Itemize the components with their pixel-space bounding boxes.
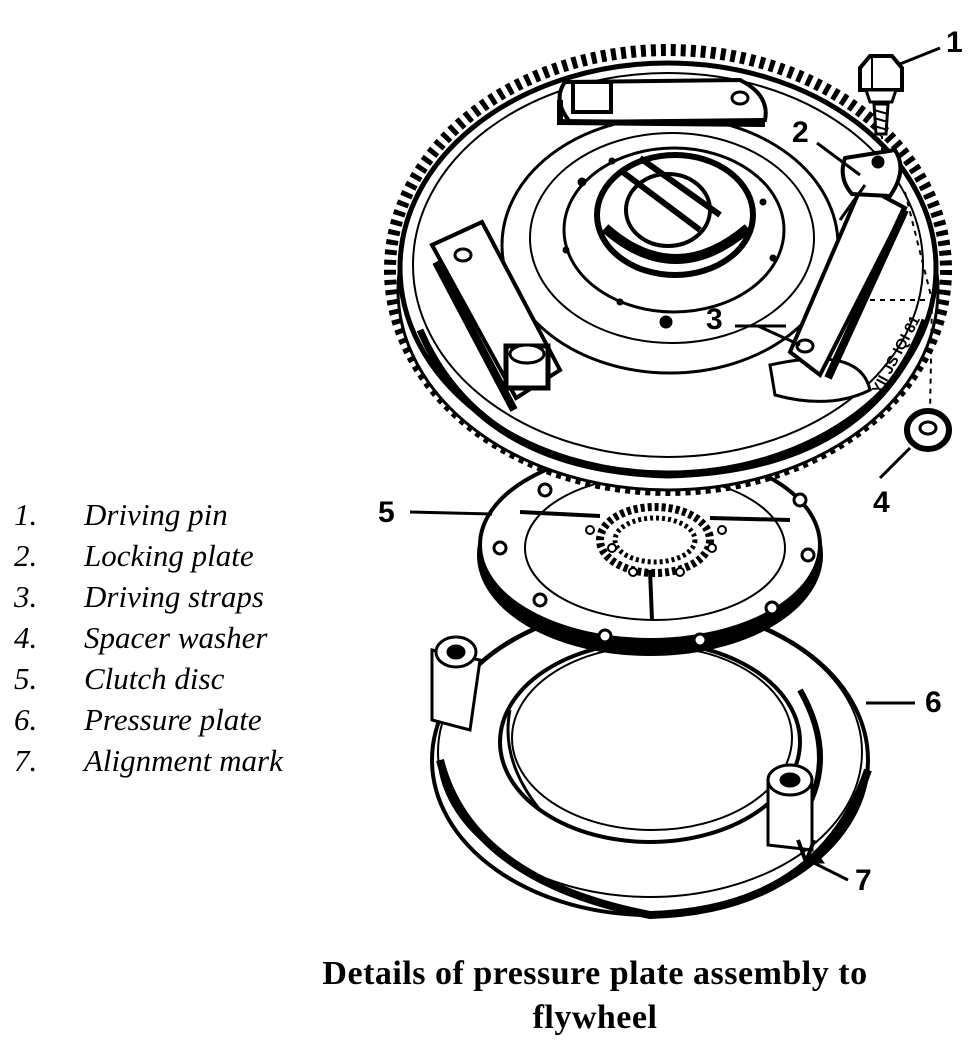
driving-strap-right bbox=[787, 182, 909, 380]
legend-number: 2. bbox=[14, 538, 38, 573]
legend-label: Alignment mark bbox=[84, 743, 283, 778]
locking-plate bbox=[840, 147, 903, 199]
driving-strap-left bbox=[429, 219, 563, 412]
legend-item: 6. Pressure plate bbox=[14, 699, 283, 740]
legend-item: 1. Driving pin bbox=[14, 494, 283, 535]
alignment-guide-lines bbox=[819, 97, 940, 416]
driving-strap-top bbox=[557, 77, 768, 127]
legend-label: Spacer washer bbox=[84, 620, 268, 655]
legend-number: 3. bbox=[14, 579, 38, 614]
callout-5: 5 bbox=[378, 496, 395, 529]
legend-label: Pressure plate bbox=[84, 702, 262, 737]
callout-1: 1 bbox=[946, 26, 963, 59]
caption-line-1: Details of pressure plate assembly to bbox=[322, 955, 868, 992]
pressure-plate-lug-right bbox=[766, 763, 814, 852]
legend-number: 6. bbox=[14, 702, 38, 737]
clutch-disc bbox=[477, 448, 823, 656]
pressure-plate-lug-left bbox=[430, 635, 482, 732]
callout-4: 4 bbox=[873, 486, 890, 519]
legend-item: 4. Spacer washer bbox=[14, 617, 283, 658]
legend-number: 1. bbox=[14, 497, 38, 532]
spacer-washer bbox=[904, 408, 952, 452]
legend-item: 7. Alignment mark bbox=[14, 740, 283, 781]
driving-pin bbox=[858, 54, 904, 150]
callout-3: 3 bbox=[706, 303, 723, 336]
legend-label: Clutch disc bbox=[84, 661, 225, 696]
legend-label: Driving straps bbox=[84, 579, 264, 614]
figure-caption: Details of pressure plate assembly to fl… bbox=[250, 952, 940, 1040]
callout-6: 6 bbox=[925, 686, 942, 719]
legend-number: 5. bbox=[14, 661, 38, 696]
legend-number: 4. bbox=[14, 620, 38, 655]
callout-2: 2 bbox=[792, 116, 809, 149]
legend-item: 3. Driving straps bbox=[14, 576, 283, 617]
legend-label: Driving pin bbox=[84, 497, 228, 532]
parts-legend: 1. Driving pin 2. Locking plate 3. Driving … bbox=[14, 494, 283, 781]
callout-7: 7 bbox=[855, 864, 872, 897]
legend-label: Locking plate bbox=[84, 538, 254, 573]
legend-item: 5. Clutch disc bbox=[14, 658, 283, 699]
leader-lines bbox=[409, 46, 941, 882]
alignment-mark-notch bbox=[796, 839, 816, 868]
caption-line-2: flywheel bbox=[532, 999, 658, 1036]
legend-item: 2. Locking plate bbox=[14, 535, 283, 576]
legend-number: 7. bbox=[14, 743, 38, 778]
